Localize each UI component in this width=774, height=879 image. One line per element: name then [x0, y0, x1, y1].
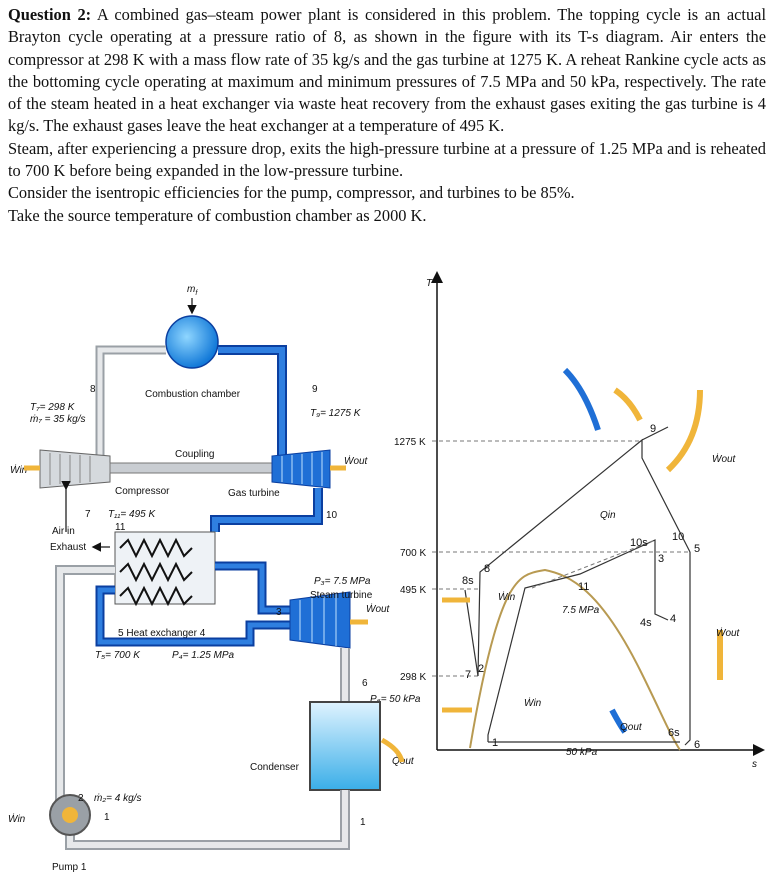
t5-label: T₅= 700 K — [95, 650, 141, 661]
pt-3: 3 — [658, 553, 664, 565]
state-7-label: 7 — [85, 509, 91, 520]
pt-11: 11 — [578, 581, 589, 593]
t1275-label: 1275 K — [394, 437, 426, 448]
t11-label: T₁₁= 495 K — [108, 509, 156, 520]
q-out-ts-label: Qout — [620, 722, 643, 733]
condenser-label: Condenser — [250, 762, 300, 773]
q-in-label: Qin — [600, 510, 616, 521]
compressor-label: Compressor — [115, 486, 170, 497]
w-out-label: Ẇout — [344, 455, 369, 467]
t7-label: T₇= 298 K — [30, 402, 76, 413]
coupling-label: Coupling — [175, 449, 214, 460]
state-2-label: 2 — [78, 793, 84, 804]
pt-5: 5 — [694, 543, 700, 555]
air-in-label: Air in — [52, 526, 75, 537]
w-in-bottom-label: Ẇin — [524, 697, 542, 709]
s-axis-label: s — [752, 759, 757, 770]
state-3-label: 3 — [276, 607, 282, 618]
state-10-label: 10 — [326, 510, 338, 521]
t-axis-label: T — [426, 278, 433, 289]
pt-4: 4 — [670, 613, 676, 625]
pt-7: 7 — [465, 669, 471, 681]
state-6-label: 6 — [362, 678, 368, 689]
p6-label: P₆= 50 kPa — [370, 694, 421, 705]
question-text: Question 2: A combined gas–steam power p… — [8, 4, 766, 227]
t9-label: T₉= 1275 K — [310, 408, 362, 419]
state-11-label: 11 — [115, 522, 126, 533]
condenser — [309, 701, 381, 791]
w-in-2-label: Ẇin — [8, 813, 26, 825]
question-para-2: Steam, after experiencing a pressure dro… — [8, 138, 766, 181]
heat-exchanger — [114, 531, 216, 607]
pt-6: 6 — [694, 739, 700, 751]
m7-label: ṁ₇ = 35 kg/s — [30, 414, 85, 425]
w-out-top-label: Ẇout — [712, 453, 737, 465]
gas-turbine-label: Gas turbine — [228, 488, 280, 499]
combustion-chamber-label: Combustion chamber — [145, 389, 241, 400]
w-out-right-label: Ẇout — [716, 627, 741, 639]
question-para-3: Consider the isentropic efficiencies for… — [8, 183, 575, 203]
t495-label: 495 K — [400, 585, 426, 596]
exhaust-label: Exhaust — [50, 542, 86, 553]
question-intro: A combined gas–steam power plant is cons… — [8, 5, 767, 136]
m2-label: ṁ₂= 4 kg/s — [94, 793, 141, 804]
pt-2: 2 — [478, 663, 484, 675]
pt-4s: 4s — [640, 617, 652, 629]
plant-figure: mf Combustion chamber 8 9 T₉= 1275 K T₇=… — [8, 271, 765, 873]
state-1b-label: 1 — [104, 812, 110, 823]
pt-10s: 10s — [630, 537, 648, 549]
pt-9: 9 — [650, 423, 656, 435]
pt-8: 8 — [484, 563, 490, 575]
state-8-label: 8 — [90, 384, 96, 395]
pt-8s: 8s — [462, 575, 474, 587]
p3-label: P₃= 7.5 MPa — [314, 576, 371, 587]
question-heading: Question 2: — [8, 5, 92, 24]
question-para-4: Take the source temperature of combustio… — [8, 205, 427, 225]
steam-turbine-label: Steam turbine — [310, 590, 373, 601]
p4-label: P₄= 1.25 MPa — [172, 650, 235, 661]
combustion-chamber — [165, 315, 219, 369]
t298-label: 298 K — [400, 672, 426, 683]
state-1-label: 1 — [360, 817, 366, 828]
state-9-label: 9 — [312, 384, 318, 395]
p-high-label: 7.5 MPa — [562, 605, 600, 616]
pump-label: Pump 1 — [52, 862, 87, 873]
t700-label: 700 K — [400, 548, 426, 559]
ts-diagram: T s 1275 K 700 K 495 K 298 K 7.5 MPa 50 … — [394, 271, 765, 770]
heat-exchanger-label: 5 Heat exchanger 4 — [118, 628, 206, 639]
w-in-label: Ẇin — [10, 464, 28, 476]
pt-1: 1 — [492, 737, 498, 749]
fuel-label: mf — [187, 284, 198, 297]
pt-6s: 6s — [668, 727, 680, 739]
p-low-label: 50 kPa — [566, 747, 598, 758]
w-in-left-label: Ẇin — [498, 591, 516, 603]
w-out-2-label: Ẇout — [366, 603, 391, 615]
pt-10: 10 — [672, 531, 684, 543]
schematic: mf Combustion chamber 8 9 T₉= 1275 K T₇=… — [8, 284, 421, 873]
